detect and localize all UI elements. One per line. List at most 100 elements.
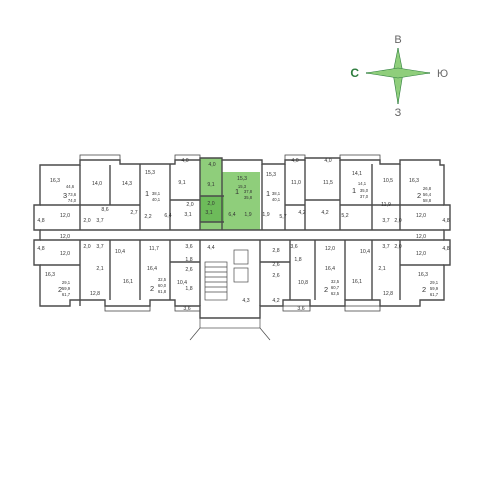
- balconies: [79, 154, 381, 312]
- room-label-a-5-7: 5,7: [279, 214, 286, 220]
- room-label-a-4-2-b: 4,2: [321, 210, 328, 216]
- room-label-a-6-4-h: 6,4: [228, 212, 235, 218]
- room-label-a-top-left-rooms: 3: [63, 191, 67, 200]
- room-label-a-2-0-r: 2,0: [394, 218, 401, 224]
- room-label-a-2-6-r2: 2,6: [272, 273, 279, 279]
- room-label-a-59-9-l: 59,9: [62, 286, 71, 291]
- highlight-living-label: 15,3: [237, 176, 247, 182]
- room-label-a-35-0: 35,0: [360, 188, 369, 193]
- room-label-a-2-7: 2,7: [130, 210, 137, 216]
- room-label-a-2-br: 2: [422, 285, 426, 294]
- room-label-a-top-left-area: 73,6: [68, 192, 77, 197]
- room-label-a-12-8-l: 12,8: [90, 291, 100, 297]
- room-label-a-15-3-r: 15,3: [266, 172, 276, 178]
- room-label-a-1-8-a: 1,8: [185, 257, 192, 263]
- highlighted-apartment[interactable]: [200, 158, 260, 230]
- room-label-a-12-0-l2: 12,0: [60, 234, 70, 240]
- room-label-a-4-8-l2: 4,8: [37, 246, 44, 252]
- room-label-a-3-6-a: 3,6: [185, 244, 192, 250]
- room-label-a-2-r2: 2: [324, 285, 328, 294]
- room-label-a-3-6-br: 3,6: [297, 306, 304, 312]
- room-label-a-16-3-br: 16,3: [418, 272, 428, 278]
- room-label-a-2-0-r2: 2,0: [394, 244, 401, 250]
- room-label-a-62-5: 62,5: [331, 291, 340, 296]
- compass-north: С: [350, 66, 359, 80]
- room-label-a-40-1: 40,1: [152, 197, 161, 202]
- room-label-a-16-3-r: 16,3: [409, 178, 419, 184]
- room-label-a-4-4: 4,4: [207, 245, 214, 251]
- room-label-a-14-1b: 14,1: [358, 181, 367, 186]
- room-label-a-2-8: 2,8: [272, 248, 279, 254]
- highlight-extra: 35,8: [244, 195, 253, 200]
- building-walls: [33, 157, 451, 319]
- room-label-a-32-5-l: 32,5: [158, 277, 167, 282]
- room-label-a-11-5: 11,5: [323, 180, 333, 186]
- room-label-a-16-4-r: 16,4: [325, 266, 335, 272]
- room-label-a-4-0-c: 4,0: [291, 158, 298, 164]
- room-label-a-4-2: 4,2: [298, 210, 305, 216]
- highlight-rooms: 1: [235, 187, 239, 196]
- room-label-a-14-1: 14,1: [352, 171, 362, 177]
- room-label-a-4-0-d: 4,0: [324, 158, 331, 164]
- room-label-a-4-8-r2: 4,8: [442, 246, 449, 252]
- room-label-a-10-4-r: 10,4: [360, 249, 370, 255]
- room-label-a-16-1-r: 16,1: [352, 279, 362, 285]
- room-label-a-29-1-r: 29,1: [430, 280, 439, 285]
- room-label-a-60-0-l: 60,0: [158, 283, 167, 288]
- room-label-a-12-0-r: 12,0: [416, 213, 426, 219]
- room-label-a-16-1-l: 16,1: [123, 279, 133, 285]
- room-label-a-1-l: 1: [145, 189, 149, 198]
- room-label-a-top-left-total: 44,6: [66, 184, 75, 189]
- room-label-a-3-1: 3,1: [184, 212, 191, 218]
- room-label-a-60-7: 60,7: [331, 285, 340, 290]
- room-label-a-3-7-l2: 3,7: [96, 244, 103, 250]
- room-label-a-12-0-l: 12,0: [60, 213, 70, 219]
- room-label-a-11-0: 11,0: [291, 180, 301, 186]
- room-label-a-1-9-b: 1,9: [262, 212, 269, 218]
- room-label-a-4-2-c: 4,2: [272, 298, 279, 304]
- highlight-balcony-label: 4,0: [208, 162, 215, 168]
- room-label-a-1-9: 1,9: [244, 212, 251, 218]
- room-label-a-4-8-l: 4,8: [37, 218, 44, 224]
- room-label-a-8-6: 8,6: [101, 207, 108, 213]
- room-label-a-14-3: 14,3: [122, 181, 132, 187]
- room-label-a-16-4-l: 16,4: [147, 266, 157, 272]
- room-label-a-2-l2: 2: [150, 284, 154, 293]
- room-label-a-10-4-bl: 10,4: [177, 280, 187, 286]
- compass: В С Ю З: [350, 34, 448, 119]
- room-label-a-3-7-r: 3,7: [382, 218, 389, 224]
- room-label-a-11-9: 11,9: [381, 202, 391, 208]
- highlight-kitchen-label: 9,1: [207, 182, 214, 188]
- compass-south: Ю: [437, 68, 448, 80]
- room-label-a-38-1: 38,1: [152, 191, 161, 196]
- room-label-a-10-8: 10,8: [298, 280, 308, 286]
- room-label-a-top-left-liv: 74,0: [68, 198, 77, 203]
- highlight-bath: [200, 196, 224, 222]
- room-label-a-2-0-l2: 2,0: [83, 244, 90, 250]
- room-label-a-12-0-r3: 12,0: [416, 251, 426, 257]
- stairwell: [189, 249, 271, 341]
- room-label-a-4-3: 4,3: [242, 298, 249, 304]
- room-label-a-29-1-l: 29,1: [62, 280, 71, 285]
- room-label-a-59-9-r: 59,9: [430, 286, 439, 291]
- room-label-a-12-0-r2: 12,0: [416, 234, 426, 240]
- room-label-a-3-7-l: 3,7: [96, 218, 103, 224]
- room-label-a-2-6-r: 2,6: [272, 262, 279, 268]
- room-label-a-11-7: 11,7: [149, 246, 159, 252]
- room-label-a-3-6-bl: 3,6: [183, 306, 190, 312]
- room-label-a-2-1-r: 2,1: [378, 266, 385, 272]
- room-label-a-12-8-r: 12,8: [383, 291, 393, 297]
- room-label-a-6-4: 6,4: [164, 213, 171, 219]
- room-label-a-12-0-l3: 12,0: [60, 251, 70, 257]
- room-label-a-16-3-bl: 16,3: [45, 272, 55, 278]
- room-label-a-10-5: 10,5: [383, 178, 393, 184]
- room-label-a-2-2: 2,2: [144, 214, 151, 220]
- room-label-a-12-0-c: 12,0: [325, 246, 335, 252]
- room-label-a-1-r2: 1: [352, 186, 356, 195]
- compass-west: З: [395, 107, 402, 119]
- room-label-a-61-7-l: 61,7: [62, 292, 71, 297]
- highlight-total: 37,8: [244, 189, 253, 194]
- room-label-a-top-left-large: 16,3: [50, 178, 60, 184]
